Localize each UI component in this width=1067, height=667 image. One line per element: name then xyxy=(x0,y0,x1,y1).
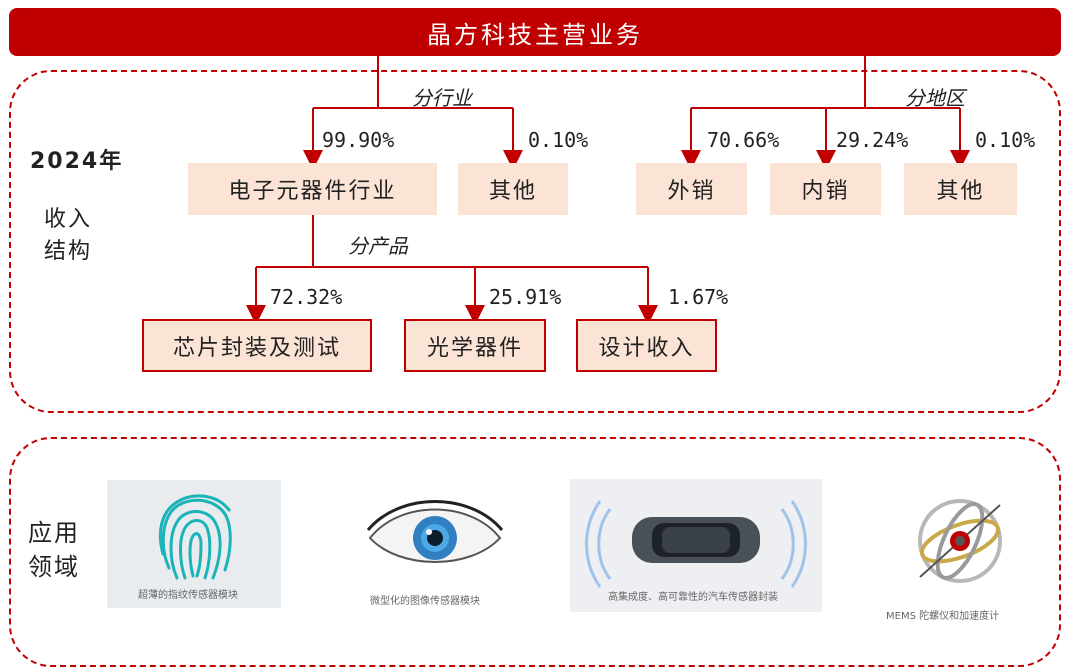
product-optical-name: 光学器件 xyxy=(426,335,523,361)
by-region-label: 分地区 xyxy=(905,86,965,110)
product-optical-pct: 25.91% xyxy=(489,285,562,309)
app-mems-caption: MEMS 陀螺仪和加速度计 xyxy=(886,611,1000,622)
product-design-pct: 1.67% xyxy=(668,285,729,309)
app-image-sensor-caption: 微型化的图像传感器模块 xyxy=(370,596,480,607)
industry-other-pct: 0.10% xyxy=(528,128,589,152)
app-mems-card xyxy=(900,485,1020,597)
region-other-pct: 0.10% xyxy=(975,128,1036,152)
applications-label-line1: 应用 xyxy=(28,519,80,547)
product-packaging-name: 芯片封装及测试 xyxy=(172,335,341,361)
product-design-box: 设计收入 xyxy=(576,319,717,372)
industry-electronics-pct: 99.90% xyxy=(322,128,395,152)
product-packaging-box: 芯片封装及测试 xyxy=(142,319,372,372)
product-optical-box: 光学器件 xyxy=(404,319,546,372)
app-fingerprint-card xyxy=(107,480,281,608)
revenue-structure-box xyxy=(9,70,1061,413)
applications-label: 应用 领域 xyxy=(28,516,80,584)
by-industry-label: 分行业 xyxy=(412,86,472,110)
region-other-box: 其他 xyxy=(904,163,1017,215)
revenue-structure-label: 2024年 收入 结构 xyxy=(30,146,123,268)
app-auto-sensor-card xyxy=(570,479,822,612)
year-label: 2024年 xyxy=(30,149,124,174)
applications-label-line2: 领域 xyxy=(28,553,80,581)
industry-other-box: 其他 xyxy=(458,163,568,215)
car-icon xyxy=(585,500,807,588)
gyroscope-icon xyxy=(918,499,1002,583)
industry-electronics-box: 电子元器件行业 xyxy=(188,163,437,215)
region-export-box: 外销 xyxy=(636,163,747,215)
product-design-name: 设计收入 xyxy=(598,335,695,361)
eye-icon xyxy=(366,500,504,563)
industry-other-name: 其他 xyxy=(488,179,537,204)
region-domestic-pct: 29.24% xyxy=(836,128,909,152)
main-title: 晶方科技主营业务 xyxy=(427,20,643,49)
region-domestic-name: 内销 xyxy=(801,179,850,204)
revenue-label-line3: 结构 xyxy=(44,239,93,264)
region-export-name: 外销 xyxy=(667,179,716,204)
region-domestic-box: 内销 xyxy=(770,163,881,215)
app-fingerprint-caption: 超薄的指纹传感器模块 xyxy=(138,590,238,601)
revenue-label-line2: 收入 xyxy=(44,207,93,232)
main-title-bar: 晶方科技主营业务 xyxy=(9,8,1061,56)
by-product-label: 分产品 xyxy=(348,234,408,258)
app-auto-sensor-caption: 高集成度、高可靠性的汽车传感器封装 xyxy=(608,592,778,603)
region-export-pct: 70.66% xyxy=(707,128,780,152)
industry-electronics-name: 电子元器件行业 xyxy=(228,179,397,204)
region-other-name: 其他 xyxy=(936,179,985,204)
product-packaging-pct: 72.32% xyxy=(270,285,343,309)
fingerprint-icon xyxy=(158,494,232,580)
app-image-sensor-card xyxy=(360,490,510,580)
connector-lines xyxy=(246,56,970,325)
